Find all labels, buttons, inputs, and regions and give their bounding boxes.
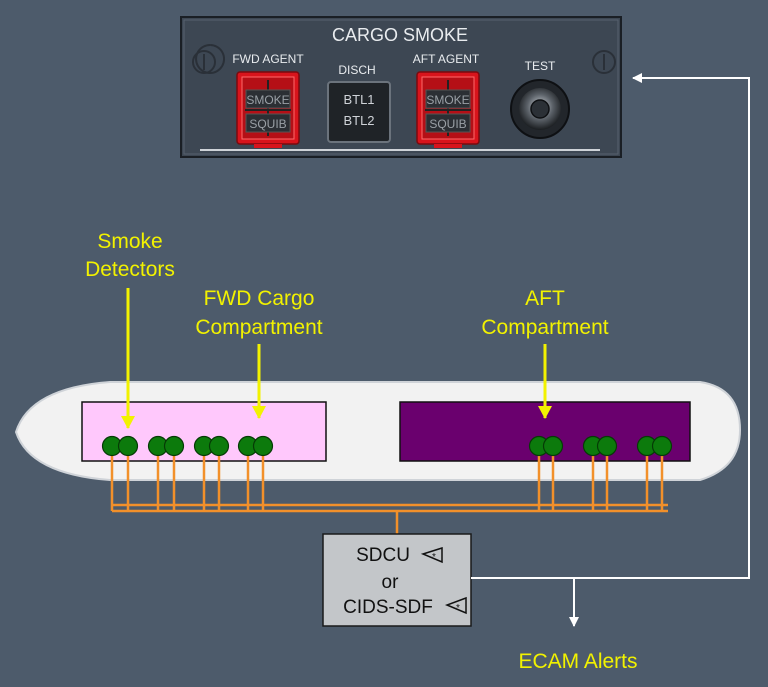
disch-label: DISCH (338, 63, 375, 77)
disch-indicator: BTL1 BTL2 (327, 81, 391, 143)
smoke-detector (651, 435, 673, 457)
aft-agent-pushbutton[interactable]: SMOKE SQUIB (416, 71, 480, 148)
fwd-smoke-light: SMOKE (246, 93, 289, 107)
right-fastener-icon (592, 50, 616, 74)
smoke-detector (252, 435, 274, 457)
fwd-agent-label: FWD AGENT (232, 52, 304, 66)
star-triangle-icon: * (420, 546, 443, 564)
left-fastener-icon (192, 44, 226, 74)
smoke-detector (542, 435, 564, 457)
fwd-cargo-label-1: FWD Cargo (204, 287, 315, 310)
test-button[interactable] (510, 79, 570, 139)
smoke-detectors (101, 435, 673, 457)
test-label: TEST (525, 59, 556, 73)
smoke-detectors-label-1: Smoke (97, 230, 162, 253)
star-triangle-icon: * (444, 596, 467, 615)
aft-squib-light: SQUIB (429, 117, 466, 131)
smoke-detector (208, 435, 230, 457)
aft-agent-label: AFT AGENT (413, 52, 480, 66)
panel-feedback-arrow (471, 73, 750, 579)
fwd-agent-pushbutton[interactable]: SMOKE SQUIB (236, 71, 300, 148)
svg-text:*: * (432, 552, 436, 563)
btl1-label: BTL1 (343, 92, 374, 107)
fwd-cargo-label-2: Compartment (195, 316, 322, 339)
sdcu-box: SDCU or CIDS-SDF * * (322, 533, 472, 627)
smoke-detector (163, 435, 185, 457)
aft-label-1: AFT (525, 287, 565, 310)
detector-wiring (110, 452, 668, 534)
aft-label-2: Compartment (481, 316, 608, 339)
btl2-label: BTL2 (343, 113, 374, 128)
sdcu-label: SDCU (356, 545, 410, 566)
panel-title: CARGO SMOKE (332, 25, 468, 45)
smoke-detectors-label-2: Detectors (85, 258, 175, 281)
smoke-detector (596, 435, 618, 457)
aft-smoke-light: SMOKE (426, 93, 469, 107)
or-label: or (382, 572, 400, 593)
svg-text:*: * (456, 603, 460, 614)
cargo-smoke-panel: CARGO SMOKE FWD AGENT DISCH AFT AGENT TE… (180, 16, 622, 158)
smoke-detector (117, 435, 139, 457)
ecam-alerts-label: ECAM Alerts (518, 650, 637, 673)
fwd-squib-light: SQUIB (249, 117, 286, 131)
cids-sdf-label: CIDS-SDF (343, 597, 433, 618)
